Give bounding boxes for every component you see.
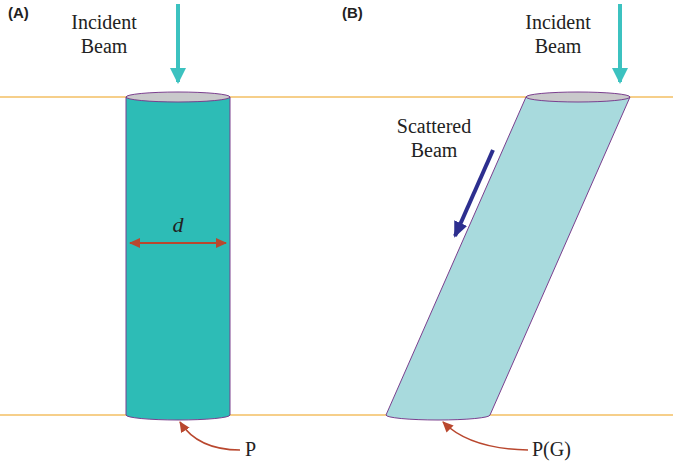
bottom-plane <box>0 414 673 416</box>
point-label: P(G) <box>532 437 571 461</box>
leader-arrow <box>180 422 240 450</box>
cylinder-top <box>526 92 630 102</box>
panel-letter: (B) <box>342 4 363 22</box>
beam-cylinder <box>126 97 230 420</box>
beam-label: Scattered Beam <box>383 114 485 162</box>
scattered-arrow <box>455 150 493 236</box>
incident-arrow <box>618 4 622 82</box>
point-label: P <box>245 437 256 461</box>
panel-letter: (A) <box>8 4 29 22</box>
dimension-label: d <box>168 212 188 238</box>
incident-arrow <box>176 4 180 82</box>
beam-label: Incident Beam <box>512 10 604 58</box>
dimension-arrow <box>130 242 226 244</box>
leader-arrow <box>443 422 528 450</box>
cylinder-top <box>126 92 230 102</box>
beam-label: Incident Beam <box>58 10 150 58</box>
